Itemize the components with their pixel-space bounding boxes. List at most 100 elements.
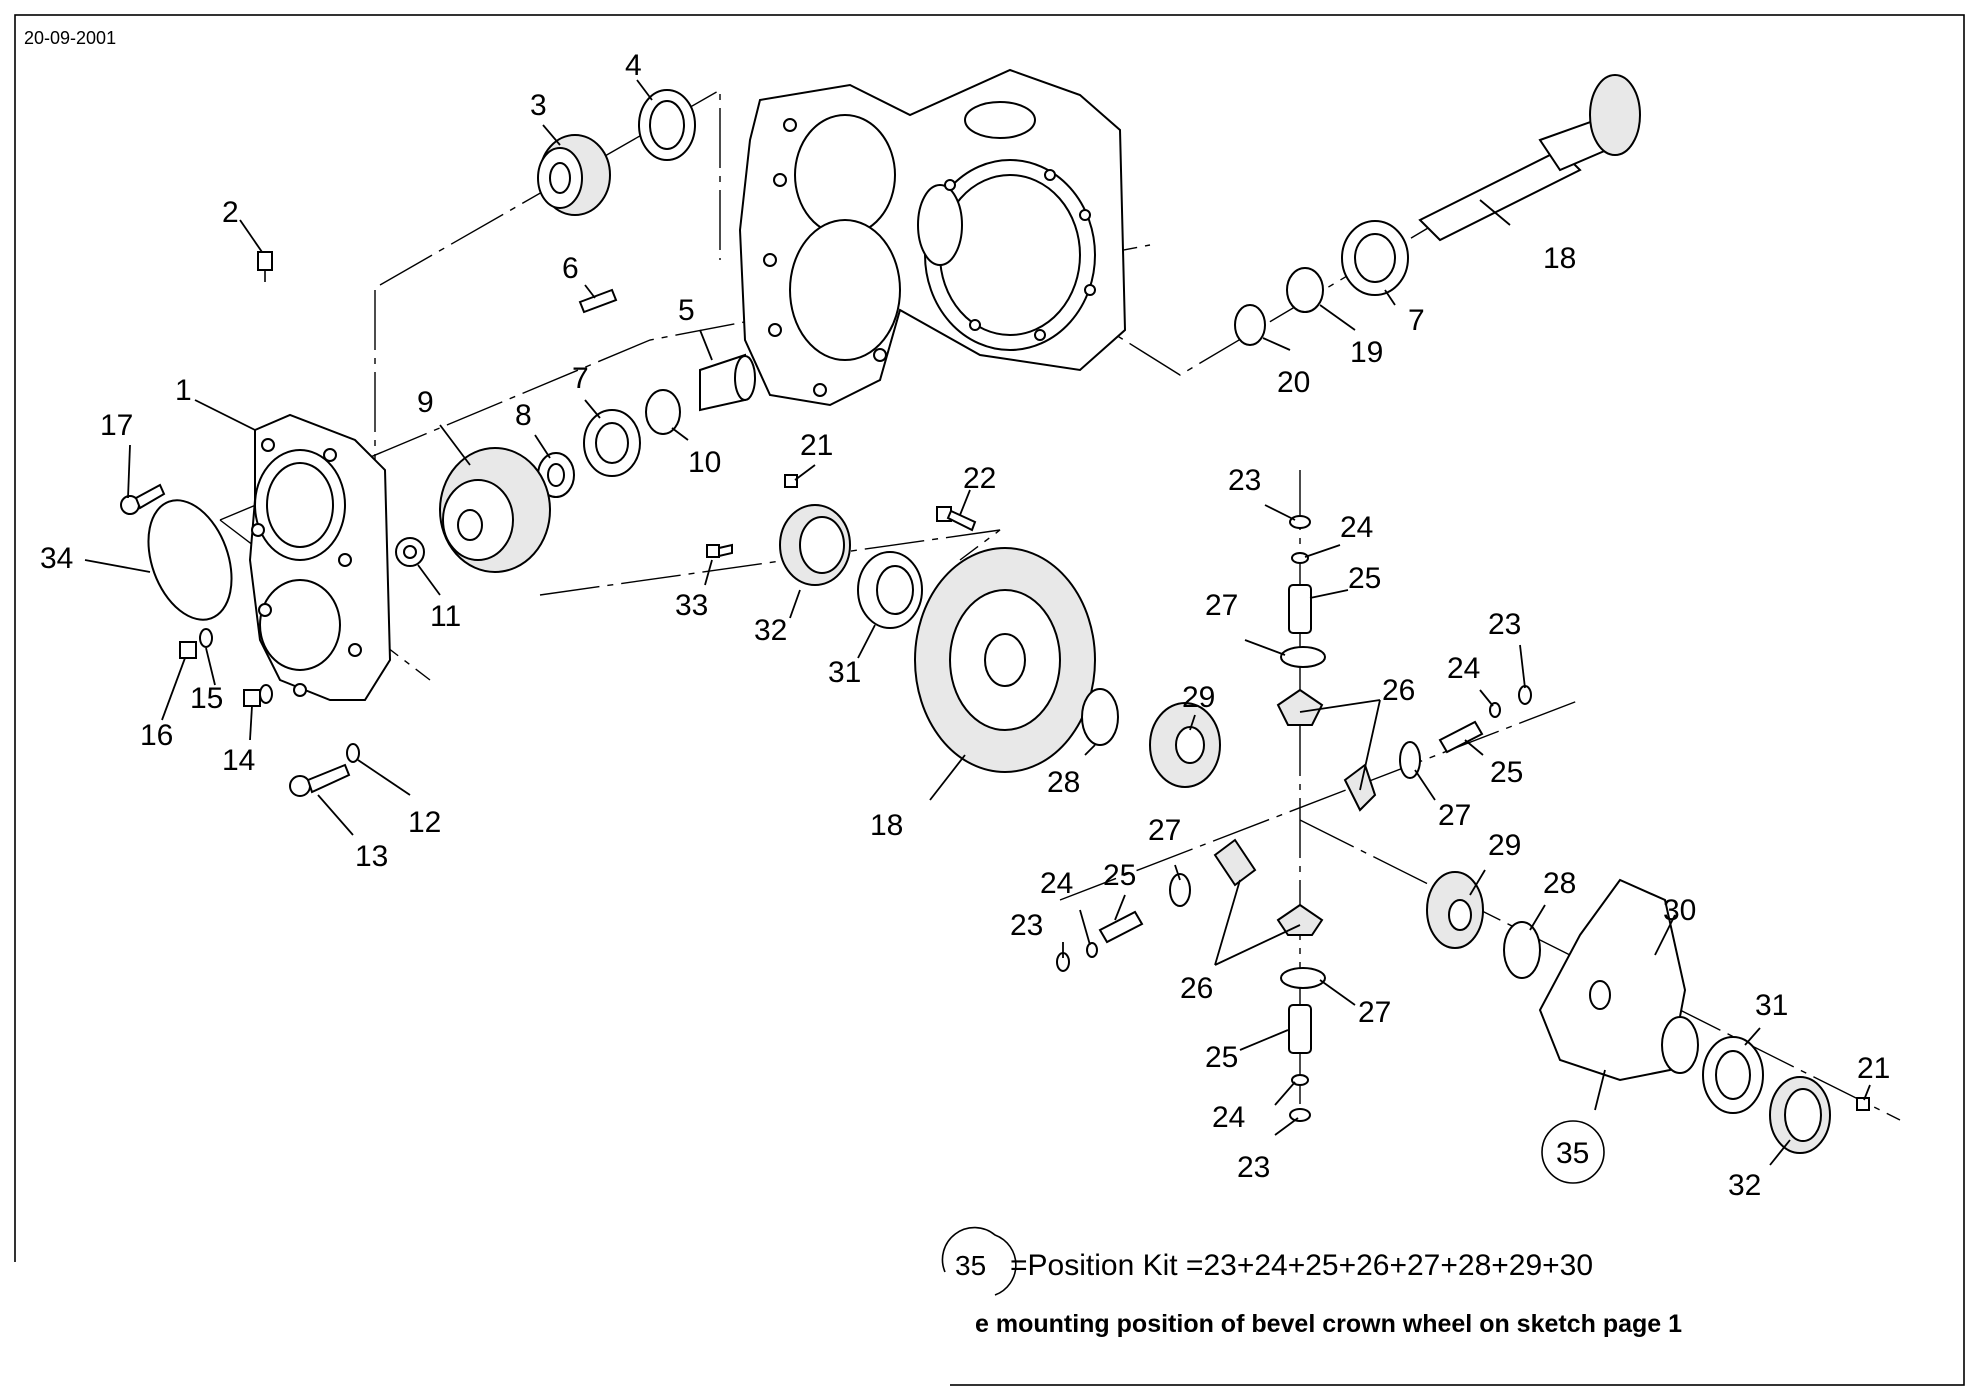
callout-30: 30 (1663, 894, 1696, 927)
screw-21-lower (1856, 1097, 1870, 1111)
pin-25-b (1438, 720, 1484, 754)
callout-24-left: 24 (1040, 867, 1073, 900)
callout-25-left: 25 (1103, 859, 1136, 892)
circlip-23-b (1518, 685, 1532, 705)
callout-23-bottom: 23 (1237, 1151, 1270, 1184)
seal-15 (199, 628, 213, 648)
bolt-13 (289, 763, 351, 797)
shim-28-upper (1081, 688, 1119, 746)
callout-19: 19 (1350, 336, 1383, 369)
callout-22: 22 (963, 462, 996, 495)
callout-11: 11 (430, 600, 461, 633)
callout-5: 5 (678, 294, 695, 327)
callout-23-top: 23 (1228, 464, 1261, 497)
callout-6: 6 (562, 252, 579, 285)
axis-line-bearing (539, 529, 1001, 596)
callout-25-top: 25 (1348, 562, 1381, 595)
callout-31-lower: 31 (1755, 989, 1788, 1022)
gearbox-housing (738, 68, 1127, 407)
screw-21 (784, 474, 798, 488)
callout-35-circle (1541, 1120, 1605, 1184)
callout-32-lower: 32 (1728, 1169, 1761, 1202)
thrust-washer-27-c (1169, 873, 1191, 907)
gear-9 (439, 447, 551, 573)
washer-24-a (1291, 552, 1309, 564)
cover-plate (248, 413, 392, 701)
ring-nut-32-lower (1769, 1076, 1831, 1154)
callout-26-upper: 26 (1382, 674, 1415, 707)
differential-housing (1538, 878, 1699, 1082)
pinion-shaft (1418, 74, 1641, 242)
bush-5 (699, 353, 756, 412)
callout-29-lower: 29 (1488, 829, 1521, 862)
kit-marker-number: 35 (955, 1250, 986, 1281)
callout-17: 17 (100, 409, 133, 442)
page-border (14, 14, 1965, 1386)
callout-20: 20 (1277, 366, 1310, 399)
date-stamp: 20-09-2001 (24, 28, 116, 48)
callout-32-upper: 32 (754, 614, 787, 647)
ring-10 (645, 389, 681, 435)
ring-nut-32 (779, 504, 851, 586)
callout-27-bottom: 27 (1358, 996, 1391, 1029)
callout-1: 1 (175, 374, 192, 407)
plug-14 (243, 684, 273, 707)
callout-7-right: 7 (1408, 304, 1425, 337)
callout-34: 34 (40, 542, 73, 575)
pin-25-a (1288, 584, 1312, 634)
bolt-22 (936, 506, 977, 532)
washer-24-b (1489, 702, 1501, 718)
kit-definition-text: =Position Kit =23+24+25+26+27+28+29+30 (1010, 1249, 1593, 1282)
callout-18-shaft: 18 (1543, 242, 1576, 275)
bearing-7-left (583, 409, 641, 477)
callout-15: 15 (190, 682, 223, 715)
callout-24-right: 24 (1447, 652, 1480, 685)
kit-legend: 35 =Position Kit =23+24+25+26+27+28+29+3… (941, 1226, 1682, 1338)
callout-23-left: 23 (1010, 909, 1043, 942)
callout-24-top: 24 (1340, 511, 1373, 544)
gear-3 (537, 134, 611, 216)
thrust-washer-27-d (1280, 967, 1326, 989)
nut-11 (395, 537, 425, 567)
shim-28-lower (1503, 921, 1541, 979)
leader-lines (84, 79, 1871, 1166)
mounting-note: e mounting position of bevel crown wheel… (975, 1310, 1682, 1338)
axis-line-upper (379, 88, 721, 286)
bearing-31 (857, 551, 923, 629)
callout-28-upper: 28 (1047, 766, 1080, 799)
circlip-23-d (1289, 1108, 1311, 1122)
callout-35: 35 (1556, 1137, 1589, 1170)
cap-screw-17 (120, 483, 166, 515)
callout-24-bottom: 24 (1212, 1101, 1245, 1134)
callout-16: 16 (140, 719, 173, 752)
crown-wheel (914, 547, 1096, 773)
callout-12: 12 (408, 806, 441, 839)
pin-6 (578, 288, 618, 314)
callout-3: 3 (530, 89, 547, 122)
border-gap (0, 1262, 950, 1387)
callout-8: 8 (515, 399, 532, 432)
callout-33: 33 (675, 589, 708, 622)
side-gear-29-lower (1426, 871, 1484, 949)
callout-13: 13 (355, 840, 388, 873)
bearing-4 (638, 89, 696, 161)
callout-14: 14 (222, 744, 255, 777)
callout-2: 2 (222, 196, 239, 229)
callout-7-left: 7 (572, 362, 589, 395)
washer-12 (346, 743, 360, 763)
pinion-26-c (1213, 838, 1257, 887)
bearing-7-right (1341, 220, 1409, 296)
side-gear-29-upper (1149, 702, 1221, 788)
shim-20 (1234, 304, 1266, 346)
callout-21-lower: 21 (1857, 1052, 1890, 1085)
axis-line-cross (1059, 699, 1581, 901)
plug-screw-2 (257, 251, 273, 282)
callout-27-right: 27 (1438, 799, 1471, 832)
callout-26-lower: 26 (1180, 972, 1213, 1005)
shim-19 (1286, 267, 1324, 313)
thrust-washer-27-a (1280, 646, 1326, 668)
plug-16 (179, 641, 197, 659)
callout-21-upper: 21 (800, 429, 833, 462)
